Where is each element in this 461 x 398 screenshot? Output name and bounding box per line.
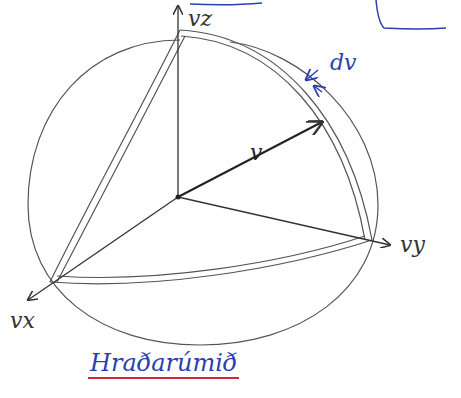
shell-arc xyxy=(57,236,365,277)
radius-vector xyxy=(178,122,322,197)
vector-label: v xyxy=(250,142,262,164)
axis-label: vz xyxy=(188,8,212,30)
caption-heading: Hraðarúmið xyxy=(88,350,239,379)
dv-arrow xyxy=(306,70,318,80)
vy-axis xyxy=(178,197,390,245)
axis-label: vy xyxy=(400,234,425,256)
dv-arrow xyxy=(314,86,322,92)
stray-stroke xyxy=(190,3,262,5)
stray-stroke xyxy=(376,0,446,29)
axis-label: vx xyxy=(10,310,35,332)
vx-axis xyxy=(28,197,178,300)
shell-arc xyxy=(50,30,180,282)
shell-arc xyxy=(180,30,372,240)
shell-thickness-label: dv xyxy=(330,52,357,74)
sphere-outline xyxy=(28,40,378,345)
shell-arc xyxy=(181,36,365,240)
vz-axis xyxy=(177,6,178,197)
shell-arc xyxy=(57,36,185,282)
